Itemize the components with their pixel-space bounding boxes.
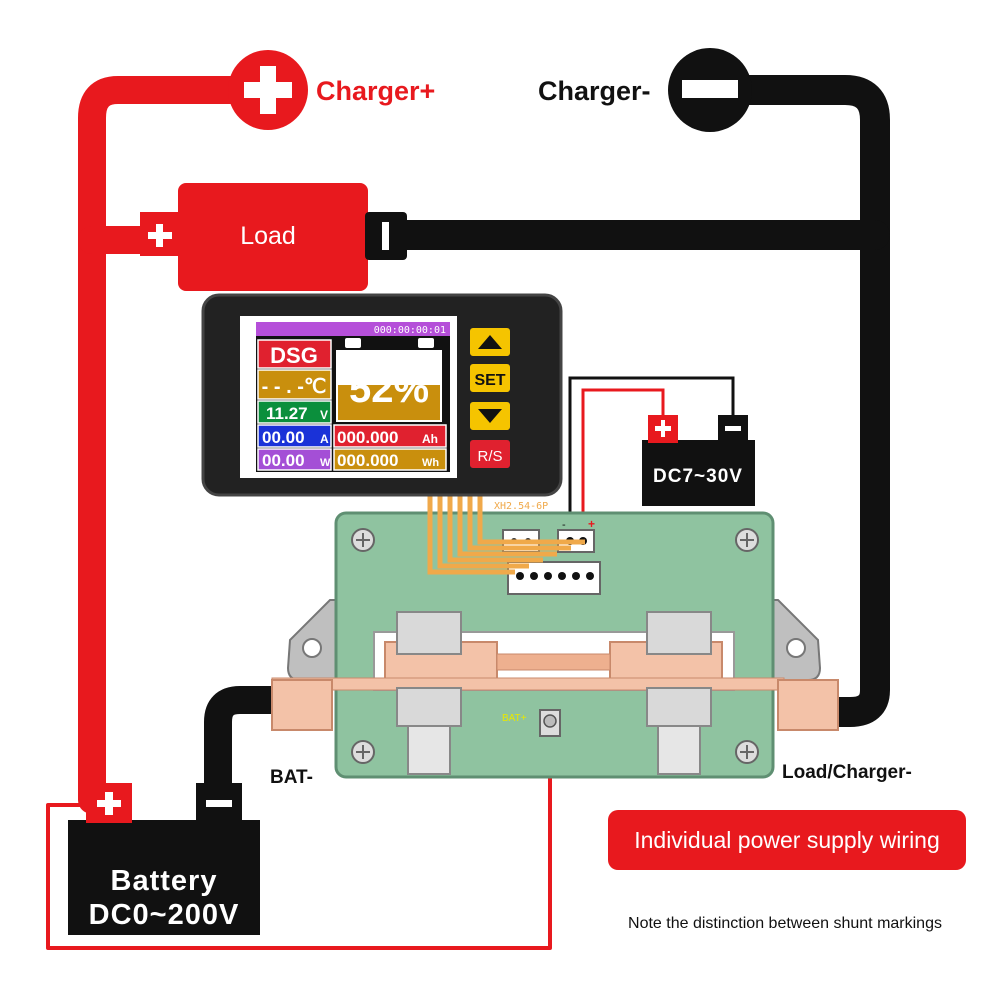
load-charger-minus-label: Load/Charger- (782, 762, 912, 783)
load-label: Load (240, 222, 296, 250)
charger-plus-terminal (228, 50, 308, 130)
battery-range: DC0~200V (89, 899, 240, 931)
note-text: Note the distinction between shunt marki… (628, 915, 942, 932)
svg-text:-: - (562, 519, 566, 531)
psu-wires (568, 376, 735, 540)
wiring-banner (608, 810, 966, 870)
set-button[interactable]: SET (470, 364, 510, 392)
up-arrow-icon (478, 335, 502, 349)
voltage-unit: V (320, 408, 328, 422)
negative-wires (204, 75, 890, 814)
current-value: 00.00 (262, 428, 305, 447)
power-unit: W (320, 457, 331, 469)
temperature-text: - - . -℃ (262, 376, 327, 398)
power-value: 00.00 (262, 451, 305, 470)
meter-display (201, 293, 563, 497)
energy-unit: Wh (422, 457, 439, 469)
timer-bar (256, 322, 450, 336)
bat-plus-label: BAT+ (502, 713, 527, 724)
mode-text: DSG (270, 343, 318, 368)
charger-minus-label: Charger- (538, 76, 651, 106)
battery-title: Battery (111, 865, 218, 897)
down-button[interactable] (470, 402, 510, 430)
rs-button-label: R/S (477, 448, 502, 465)
connector-label: XH2.54-6P (494, 501, 548, 512)
rs-button[interactable]: R/S (470, 440, 510, 468)
down-arrow-icon (478, 409, 502, 423)
energy-value: 000.000 (337, 451, 398, 470)
up-button[interactable] (470, 328, 510, 356)
bat-minus-label: BAT- (270, 767, 313, 788)
timer-text: 000:00:00:01 (374, 325, 446, 336)
battery-block (68, 783, 260, 935)
capacity-unit: Ah (422, 432, 438, 446)
psu-block (642, 415, 755, 506)
capacity-value: 000.000 (337, 428, 398, 447)
charger-minus-terminal (668, 48, 752, 132)
load-block (140, 183, 407, 291)
battery-level-fill (338, 385, 440, 420)
set-button-label: SET (474, 372, 505, 389)
charger-plus-label: Charger+ (316, 76, 435, 106)
percent-text: 52% (349, 367, 429, 411)
shunt-board: - + (271, 495, 839, 779)
svg-text:+: + (588, 517, 595, 531)
voltage-value: 11.27 (266, 404, 308, 423)
wiring-title: Individual power supply wiring (634, 827, 940, 853)
psu-voltage-label: DC7~30V (653, 466, 743, 487)
current-unit: A (320, 432, 329, 446)
